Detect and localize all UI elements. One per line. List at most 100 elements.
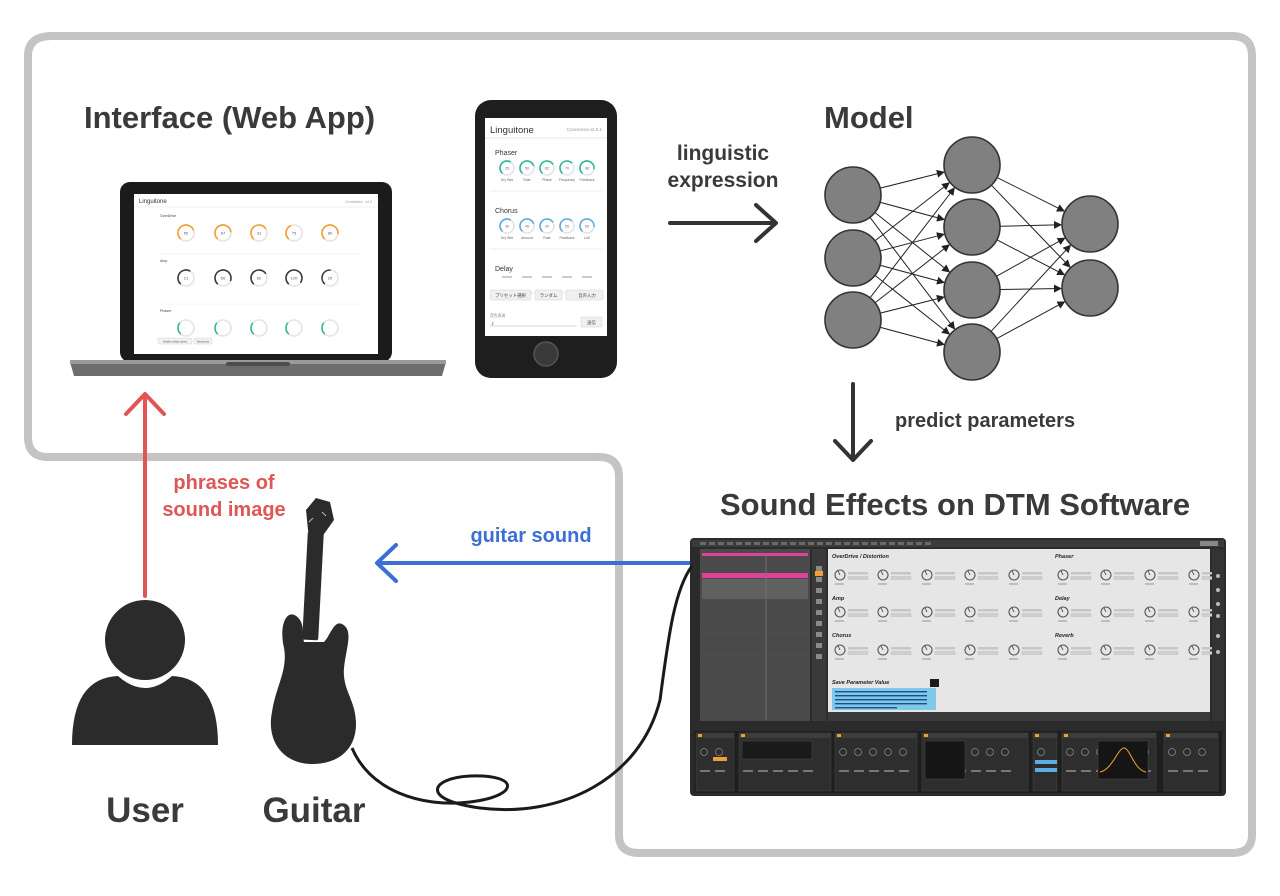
phone-preset-button[interactable]	[489, 289, 532, 301]
phone-knob-value: 62	[545, 167, 549, 171]
phone-knob-value: 25	[505, 167, 509, 171]
phone-knob-value: 88	[585, 167, 589, 171]
phone-send-button[interactable]	[580, 316, 603, 328]
phone-voice-button[interactable]	[565, 289, 604, 301]
phone-knob-value: 50	[525, 167, 529, 171]
daw-knob[interactable]	[1057, 569, 1069, 581]
daw-knob[interactable]	[877, 606, 889, 618]
daw-knob[interactable]	[1100, 644, 1112, 656]
nn-edge	[991, 184, 1071, 268]
phone-knob[interactable]	[559, 160, 575, 176]
laptop-knob-value: 29	[328, 276, 333, 281]
phrases-label-1: phrases of	[173, 472, 274, 494]
phone-knob[interactable]	[559, 218, 575, 234]
phone-section-title: Chorus	[495, 208, 518, 215]
phone-screen-app: Linguitone Connected v2.0.1 Phaser25Dry …	[485, 125, 607, 328]
laptop-knob[interactable]	[250, 319, 268, 337]
phone-knob[interactable]	[499, 160, 515, 176]
nn-node	[824, 229, 882, 287]
daw-knob[interactable]	[834, 606, 846, 618]
daw-knob[interactable]	[1100, 569, 1112, 581]
laptop-knob[interactable]	[285, 319, 303, 337]
daw-knob[interactable]	[964, 569, 976, 581]
daw-knob[interactable]	[964, 606, 976, 618]
phone-knob-value: 70	[565, 167, 569, 171]
phone-knob-label: Dry Wet	[501, 236, 513, 240]
phone-knob[interactable]	[579, 218, 595, 234]
laptop-knob[interactable]	[250, 224, 268, 242]
daw-knob[interactable]	[1057, 606, 1069, 618]
daw-knob[interactable]	[1188, 606, 1200, 618]
daw-knob[interactable]	[1144, 606, 1156, 618]
daw-knob[interactable]	[921, 644, 933, 656]
laptop-knob[interactable]	[250, 269, 268, 287]
laptop-section-title: Amp	[160, 259, 167, 263]
laptop-knob[interactable]	[285, 224, 303, 242]
daw-device[interactable]	[695, 732, 735, 792]
phone-knob[interactable]	[539, 218, 555, 234]
phone-knob[interactable]	[539, 160, 555, 176]
nn-edge	[990, 244, 1072, 332]
phone-knob-value: 20	[545, 225, 549, 229]
phrases-label-2: sound image	[162, 499, 285, 521]
daw-delay-title: Delay	[1055, 596, 1071, 602]
nn-node	[943, 136, 1001, 194]
daw-chorus-title: Chorus	[832, 633, 851, 639]
daw-knob[interactable]	[964, 644, 976, 656]
daw-save-button[interactable]	[930, 679, 939, 687]
daw-knob[interactable]	[1188, 644, 1200, 656]
daw-knob[interactable]	[1188, 569, 1200, 581]
laptop-knob[interactable]	[321, 224, 339, 242]
guitar-cable	[350, 565, 694, 812]
daw-knob[interactable]	[1057, 644, 1069, 656]
guitar-sound-arrow	[375, 543, 694, 583]
laptop-knob[interactable]	[285, 269, 303, 287]
phone-home-button[interactable]	[533, 341, 559, 367]
phone-input-label: 音色表現	[490, 313, 505, 318]
daw-knob[interactable]	[877, 569, 889, 581]
laptop-knob[interactable]	[214, 224, 232, 242]
laptop-knob[interactable]	[321, 269, 339, 287]
laptop-brand: Linguitone	[139, 199, 167, 205]
laptop-knob[interactable]	[177, 224, 195, 242]
laptop-knob[interactable]	[177, 319, 195, 337]
phone-knob[interactable]	[519, 160, 535, 176]
laptop-knob-value: 50	[221, 276, 226, 281]
phone-knob[interactable]	[579, 160, 595, 176]
daw-knob[interactable]	[877, 644, 889, 656]
daw-knob[interactable]	[1144, 569, 1156, 581]
phone-voice-button-label: 音声入力	[578, 292, 596, 299]
daw-save-title: Save Parameter Value	[832, 680, 889, 686]
interface-label: Interface (Web App)	[84, 100, 375, 135]
nn-edge	[869, 187, 955, 299]
daw-knob[interactable]	[1008, 569, 1020, 581]
daw-knob[interactable]	[834, 569, 846, 581]
laptop-knob-value: 50	[184, 231, 189, 236]
laptop-knob[interactable]	[321, 319, 339, 337]
laptop-init-button[interactable]	[157, 337, 193, 345]
phone-knob-label: Amount	[521, 236, 533, 240]
daw-knob[interactable]	[921, 606, 933, 618]
daw-device[interactable]	[834, 732, 918, 792]
phone-knob-label: Dry Wet	[501, 178, 513, 182]
phrases-arrow	[124, 392, 166, 598]
neural-network	[824, 136, 1119, 381]
nn-node	[824, 291, 882, 349]
phone-knob[interactable]	[499, 218, 515, 234]
daw-knob[interactable]	[921, 569, 933, 581]
daw-device[interactable]	[1163, 732, 1219, 792]
daw-knob[interactable]	[1100, 606, 1112, 618]
daw-knob[interactable]	[1008, 606, 1020, 618]
phone-knob[interactable]	[519, 218, 535, 234]
daw-knob[interactable]	[834, 644, 846, 656]
laptop-knob[interactable]	[177, 269, 195, 287]
laptop-knob[interactable]	[214, 269, 232, 287]
laptop-randomize-button[interactable]	[193, 337, 213, 345]
laptop-knob[interactable]	[214, 319, 232, 337]
phone-random-button[interactable]	[534, 289, 563, 301]
daw-knob[interactable]	[1008, 644, 1020, 656]
daw-knob[interactable]	[1144, 644, 1156, 656]
nn-edge	[879, 326, 945, 347]
laptop-knob-value: 120	[291, 276, 298, 281]
